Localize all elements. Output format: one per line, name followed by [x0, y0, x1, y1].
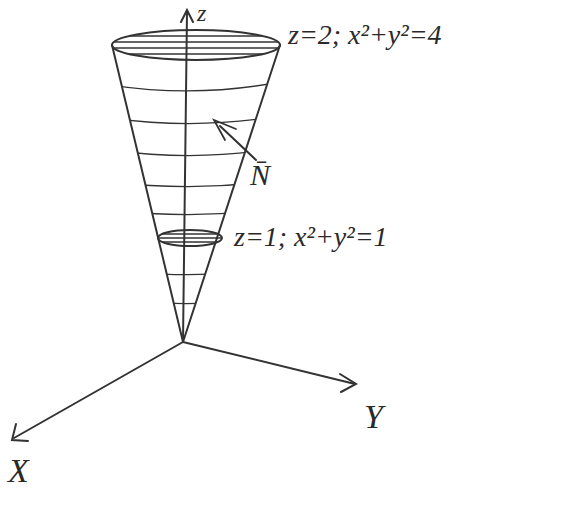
vector-label: N̄	[250, 158, 270, 191]
axis-label: X	[8, 452, 29, 489]
axis-label: z	[197, 0, 206, 26]
x-axis	[14, 342, 183, 438]
z-arrowhead	[181, 10, 193, 22]
plane-equation: z=1; x²+y²=1	[234, 222, 388, 253]
y-arrowhead	[340, 374, 356, 392]
top-circle	[112, 30, 280, 60]
normal-arrow	[220, 126, 256, 160]
lower-hatch	[155, 234, 225, 242]
normal-arrowhead	[214, 120, 236, 140]
top-hatch	[110, 36, 285, 54]
z-axis	[183, 12, 187, 342]
y-axis	[183, 342, 355, 384]
axis-label: Y	[364, 398, 383, 435]
x-arrowhead	[12, 424, 28, 441]
cone-edge	[183, 45, 280, 342]
cone-shading	[110, 82, 280, 304]
plane-equation: z=2; x²+y²=4	[288, 20, 442, 51]
